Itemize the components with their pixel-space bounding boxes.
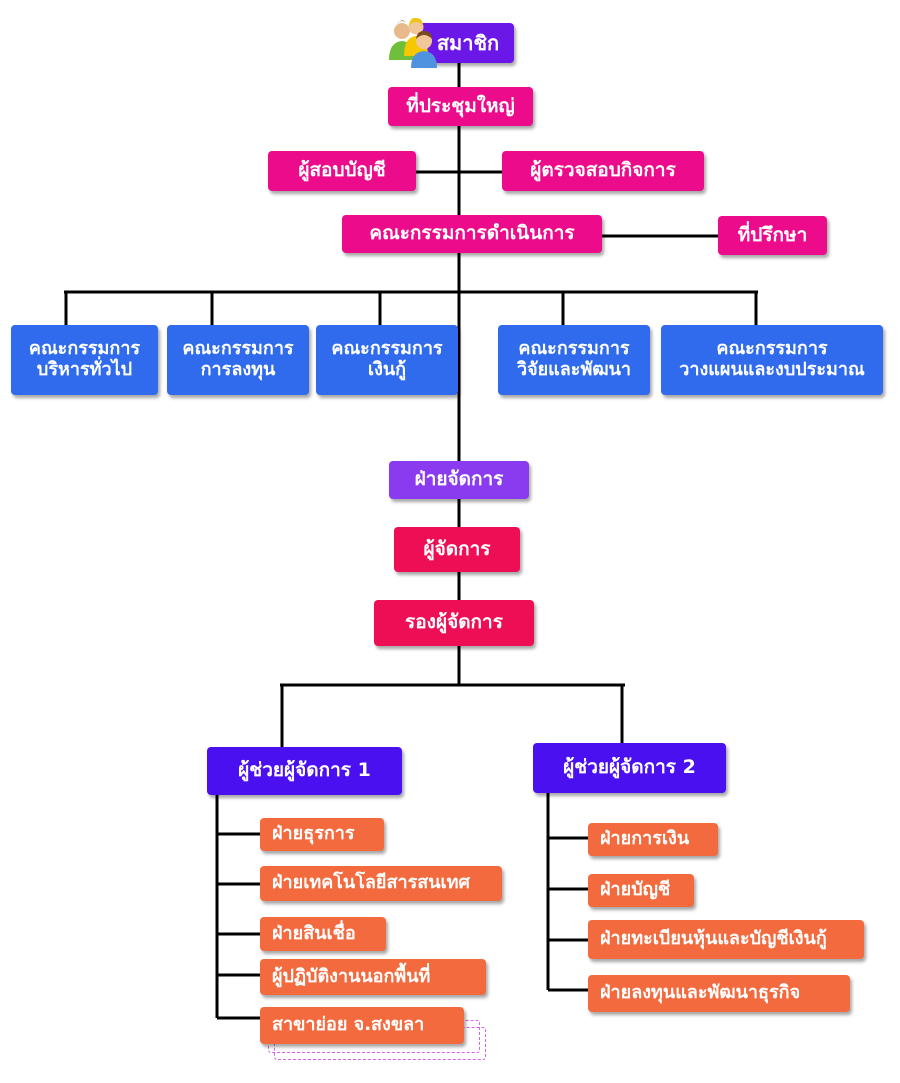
management-division-label: ฝ่ายจัดการ: [414, 468, 504, 491]
committee-name: การลงทุน: [200, 359, 276, 380]
unit-label: ฝ่ายธุรการ: [272, 823, 355, 845]
unit-label: ฝ่ายลงทุนและพัฒนาธุรกิจ: [600, 982, 801, 1004]
general-meeting-label: ที่ประชุมใหญ่: [406, 94, 515, 117]
board-box[interactable]: คณะกรรมการดำเนินการ: [342, 215, 602, 253]
advisor-label: ที่ปรึกษา: [737, 223, 808, 246]
committee-title: คณะกรรมการ: [518, 338, 630, 360]
unit-shares-loans-registry[interactable]: ฝ่ายทะเบียนหุ้นและบัญชีเงินกู้: [588, 920, 864, 959]
unit-it[interactable]: ฝ่ายเทคโนโลยีสารสนเทศ: [260, 866, 502, 901]
unit-label: ฝ่ายเทคโนโลยีสารสนเทศ: [272, 872, 470, 894]
manager-label: ผู้จัดการ: [423, 537, 491, 560]
committee-research-development[interactable]: คณะกรรมการ วิจัยและพัฒนา: [498, 325, 650, 395]
committee-loan[interactable]: คณะกรรมการ เงินกู้: [316, 325, 458, 395]
unit-songkhla-branch[interactable]: สาขาย่อย จ.สงขลา: [260, 1007, 464, 1044]
committee-title: คณะกรรมการ: [182, 338, 294, 360]
business-inspector-label: ผู้ตรวจสอบกิจการ: [530, 159, 676, 182]
committee-title: คณะกรรมการ: [716, 338, 828, 360]
unit-label: ฝ่ายทะเบียนหุ้นและบัญชีเงินกู้: [600, 928, 827, 950]
committee-title: คณะกรรมการ: [331, 338, 443, 360]
auditor-box[interactable]: ผู้สอบบัญชี: [268, 151, 416, 191]
assistant-manager-2-box[interactable]: ผู้ช่วยผู้จัดการ 2: [533, 743, 726, 793]
unit-field-staff[interactable]: ผู้ปฏิบัติงานนอกพื้นที่: [260, 959, 486, 995]
business-inspector-box[interactable]: ผู้ตรวจสอบกิจการ: [502, 151, 704, 191]
committee-name: วางแผนและงบประมาณ: [679, 359, 865, 380]
unit-finance[interactable]: ฝ่ายการเงิน: [588, 823, 718, 856]
unit-accounting[interactable]: ฝ่ายบัญชี: [588, 874, 694, 907]
deputy-manager-box[interactable]: รองผู้จัดการ: [374, 600, 534, 646]
board-label: คณะกรรมการดำเนินการ: [369, 222, 575, 245]
advisor-box[interactable]: ที่ปรึกษา: [718, 216, 827, 255]
manager-box[interactable]: ผู้จัดการ: [394, 527, 520, 572]
committee-name: วิจัยและพัฒนา: [516, 359, 632, 380]
committee-general-admin[interactable]: คณะกรรมการ บริหารทั่วไป: [11, 325, 158, 395]
assistant-manager-1-box[interactable]: ผู้ช่วยผู้จัดการ 1: [207, 747, 402, 795]
committee-planning-budget[interactable]: คณะกรรมการ วางแผนและงบประมาณ: [661, 325, 883, 395]
unit-credit[interactable]: ฝ่ายสินเชื่อ: [260, 917, 386, 951]
committee-name: เงินกู้: [367, 359, 407, 380]
unit-label: ฝ่ายบัญชี: [600, 879, 671, 901]
people-group-icon: [389, 17, 437, 68]
deputy-manager-label: รองผู้จัดการ: [405, 611, 503, 634]
assistant-manager-1-label: ผู้ช่วยผู้จัดการ 1: [238, 759, 371, 782]
unit-investment-business-dev[interactable]: ฝ่ายลงทุนและพัฒนาธุรกิจ: [588, 975, 850, 1012]
assistant-manager-2-label: ผู้ช่วยผู้จัดการ 2: [563, 756, 696, 779]
committee-name: บริหารทั่วไป: [36, 359, 133, 380]
unit-label: ฝ่ายการเงิน: [600, 828, 690, 850]
unit-label: ผู้ปฏิบัติงานนอกพื้นที่: [272, 965, 431, 987]
unit-label: สาขาย่อย จ.สงขลา: [272, 1014, 425, 1036]
members-label: สมาชิก: [436, 30, 500, 55]
unit-label: ฝ่ายสินเชื่อ: [272, 922, 356, 944]
management-division-box[interactable]: ฝ่ายจัดการ: [389, 461, 529, 499]
committee-investment[interactable]: คณะกรรมการ การลงทุน: [167, 325, 309, 395]
general-meeting-box[interactable]: ที่ประชุมใหญ่: [388, 87, 533, 126]
unit-admin[interactable]: ฝ่ายธุรการ: [260, 818, 384, 851]
auditor-label: ผู้สอบบัญชี: [298, 159, 386, 182]
committee-title: คณะกรรมการ: [28, 338, 141, 360]
